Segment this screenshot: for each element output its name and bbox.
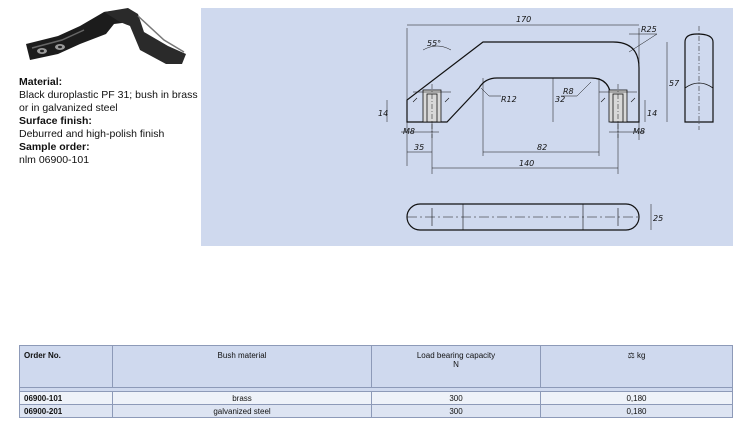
- material-text: Black duroplastic PF 31; bush in brass o…: [19, 89, 198, 114]
- cell-weight: 0,180: [540, 391, 733, 405]
- header-weight-label: kg: [636, 351, 646, 360]
- table-row: 06900-101 brass 300 0,180: [19, 391, 733, 405]
- handle-end-view: [684, 26, 714, 130]
- handle-side-view: [406, 41, 640, 138]
- cell-order-no: 06900-101: [19, 391, 113, 405]
- specifications: Material: Black duroplastic PF 31; bush …: [19, 76, 199, 167]
- header-order-no: Order No.: [19, 345, 113, 388]
- dim-35: 35: [414, 143, 424, 152]
- material-heading: Material:: [19, 76, 63, 88]
- sample-order-text: nlm 06900-101: [19, 154, 90, 166]
- product-table: Order No. Bush material Load bearing cap…: [19, 345, 733, 418]
- dim-57: 57: [669, 79, 680, 88]
- dim-angle-55: 55°: [427, 39, 441, 48]
- header-bush-material: Bush material: [112, 345, 372, 388]
- dim-m8-right: M8: [633, 127, 645, 136]
- surface-finish-text: Deburred and high-polish finish: [19, 128, 165, 140]
- technical-drawing: 170 R25 55° 57 14 14 R12 32 R8 M8 M8 35 …: [201, 8, 733, 246]
- dim-14-right: 14: [647, 109, 657, 118]
- dim-14-left: 14: [378, 109, 388, 118]
- cell-load: 300: [371, 391, 541, 405]
- header-load-capacity-unit: N: [453, 360, 459, 369]
- sample-order-heading: Sample order:: [19, 141, 90, 153]
- cell-bush-material: galvanized steel: [112, 404, 372, 418]
- header-load-capacity-label: Load bearing capacity: [416, 351, 496, 360]
- handle-top-view: [406, 203, 652, 231]
- dim-m8-left: M8: [403, 127, 415, 136]
- dim-82: 82: [537, 143, 547, 152]
- dim-170: 170: [516, 15, 531, 24]
- header-load-capacity: Load bearing capacity N: [371, 345, 541, 388]
- table-header-row: Order No. Bush material Load bearing cap…: [19, 345, 733, 388]
- surface-finish-heading: Surface finish:: [19, 115, 92, 127]
- dim-r12: R12: [501, 95, 517, 104]
- cell-bush-material: brass: [112, 391, 372, 405]
- cell-weight: 0,180: [540, 404, 733, 418]
- dim-25: 25: [653, 214, 663, 223]
- dim-140: 140: [519, 159, 534, 168]
- weight-icon: ⚖: [627, 351, 635, 360]
- dim-r8: R8: [563, 87, 574, 96]
- dim-32: 32: [555, 95, 565, 104]
- table-row: 06900-201 galvanized steel 300 0,180: [19, 404, 733, 418]
- dim-r25: R25: [641, 25, 657, 34]
- cell-order-no: 06900-201: [19, 404, 113, 418]
- header-weight: ⚖ kg: [540, 345, 733, 388]
- cell-load: 300: [371, 404, 541, 418]
- product-photo: [18, 4, 190, 74]
